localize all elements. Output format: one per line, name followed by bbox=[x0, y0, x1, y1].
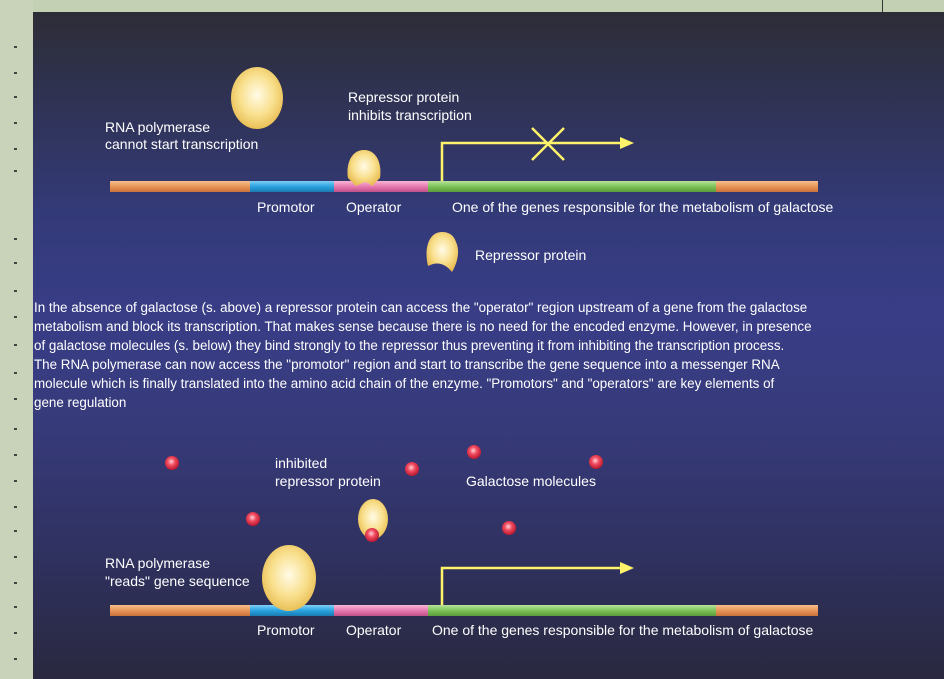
paragraph-line: molecule which is finally translated int… bbox=[34, 374, 944, 393]
bound-galactose-molecule bbox=[365, 528, 379, 542]
inhibited-label: inhibited bbox=[275, 455, 327, 472]
top-dna-strand bbox=[110, 181, 818, 192]
top-repressor-protein bbox=[348, 150, 381, 186]
paragraph-line: In the absence of galactose (s. above) a… bbox=[34, 298, 944, 317]
paragraph-line: of galactose molecules (s. below) they b… bbox=[34, 336, 944, 355]
galactose-molecule bbox=[165, 456, 179, 470]
explanation-paragraph: In the absence of galactose (s. above) a… bbox=[34, 298, 944, 412]
top-rna-polymerase-label-2: cannot start transcription bbox=[105, 136, 258, 153]
top-repressor-label-2: inhibits transcription bbox=[348, 107, 472, 124]
legend-repressor-label: Repressor protein bbox=[475, 247, 586, 264]
galactose-molecule bbox=[589, 455, 603, 469]
top-segment-upstream bbox=[110, 181, 250, 192]
top-transcription-arrow bbox=[442, 137, 634, 181]
top-rna-polymerase-label: RNA polymerase bbox=[105, 119, 210, 136]
paragraph-line: The RNA polymerase can now access the "p… bbox=[34, 355, 944, 374]
bottom-segment-upstream bbox=[110, 605, 250, 616]
top-segment-promotor bbox=[250, 181, 334, 192]
top-segment-downstream bbox=[716, 181, 818, 192]
paragraph-line: gene regulation bbox=[34, 393, 944, 412]
bottom-rna-polymerase-label-2: "reads" gene sequence bbox=[105, 573, 250, 590]
bottom-transcription-arrow bbox=[442, 562, 634, 605]
top-promotor-label: Promotor bbox=[257, 199, 315, 216]
top-segment-operator bbox=[334, 181, 428, 192]
bottom-gene-label: One of the genes responsible for the met… bbox=[432, 622, 813, 639]
bottom-rna-polymerase bbox=[262, 545, 316, 611]
top-rna-polymerase bbox=[231, 67, 283, 129]
legend-repressor-icon bbox=[427, 232, 459, 272]
bottom-segment-operator bbox=[334, 605, 428, 616]
bottom-dna-strand bbox=[110, 605, 818, 616]
bottom-operator-label: Operator bbox=[346, 622, 401, 639]
inhibited-label-2: repressor protein bbox=[275, 473, 381, 490]
bottom-segment-downstream bbox=[716, 605, 818, 616]
top-gene-label: One of the genes responsible for the met… bbox=[452, 199, 833, 216]
top-operator-label: Operator bbox=[346, 199, 401, 216]
paragraph-line: metabolism and block its transcription. … bbox=[34, 317, 944, 336]
bottom-promotor-label: Promotor bbox=[257, 622, 315, 639]
bottom-segment-gene bbox=[428, 605, 716, 616]
galactose-molecules-label: Galactose molecules bbox=[466, 473, 596, 490]
top-segment-gene bbox=[428, 181, 716, 192]
bottom-rna-polymerase-label: RNA polymerase bbox=[105, 555, 210, 572]
galactose-molecule bbox=[246, 512, 260, 526]
top-repressor-label: Repressor protein bbox=[348, 89, 459, 106]
galactose-molecule bbox=[502, 521, 516, 535]
galactose-molecule bbox=[405, 462, 419, 476]
galactose-molecule bbox=[467, 445, 481, 459]
